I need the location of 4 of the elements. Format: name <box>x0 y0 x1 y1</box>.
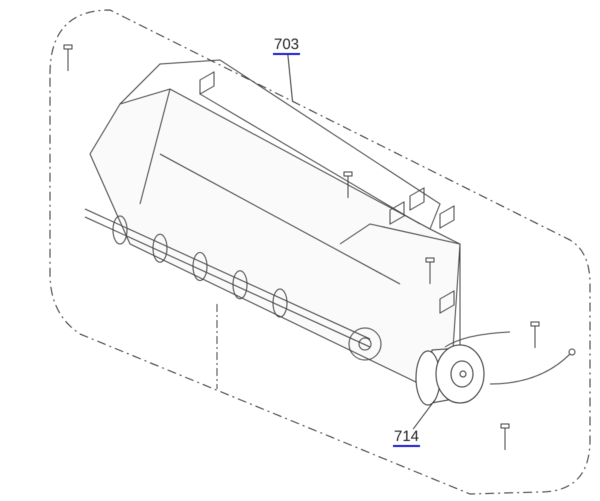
leader-line <box>287 54 294 102</box>
callout-number: 703 <box>273 37 300 55</box>
leader-line <box>412 400 436 430</box>
callout-number: 714 <box>393 429 420 447</box>
